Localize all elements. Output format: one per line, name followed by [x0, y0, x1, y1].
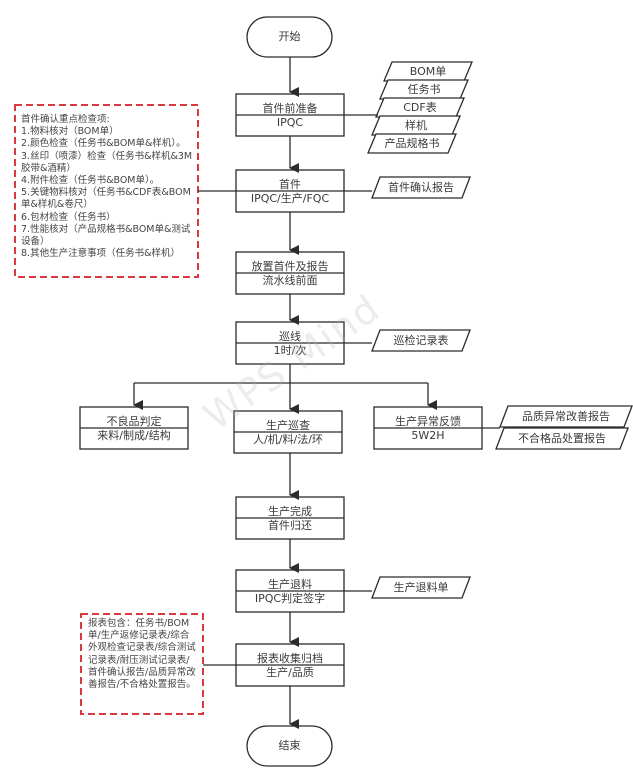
- step-first-title: 首件: [279, 178, 301, 191]
- document-first-0-label: 首件确认报告: [388, 181, 454, 194]
- document-patrol-0: [371, 329, 471, 352]
- step-done-subtitle: 首件归还: [268, 519, 312, 532]
- step-feedback-subtitle: 5W2H: [411, 429, 445, 442]
- step-first-subtitle: IPQC/生产/FQC: [250, 192, 330, 205]
- step-prep-subtitle: IPQC: [276, 116, 304, 129]
- document-feedback-1-label: 不合格品处置报告: [518, 432, 606, 445]
- first-check-note: 首件确认重点检查项: 1.物料核对（BOM单） 2.颜色检查（任务书&BOM单&…: [21, 114, 193, 260]
- document-feedback-0-label: 品质异常改善报告: [522, 410, 610, 423]
- step-feedback-title: 生产异常反馈: [395, 415, 461, 428]
- step-return-subtitle: IPQC判定签字: [254, 592, 326, 605]
- step-patrol-subtitle: 1时/次: [273, 344, 307, 357]
- document-prep-4: [367, 133, 457, 154]
- reports-note-border: [80, 613, 204, 715]
- document-prep-3-label: 样机: [405, 119, 427, 132]
- document-patrol-0-label: 巡检记录表: [393, 334, 449, 347]
- step-done-title: 生产完成: [268, 505, 312, 518]
- step-inspect-title: 生产巡查: [266, 419, 310, 432]
- step-archive-title: 报表收集归档: [257, 652, 323, 665]
- document-first-0: [371, 176, 471, 199]
- document-feedback-1: [495, 427, 629, 450]
- end-label: 结束: [278, 739, 301, 752]
- step-archive-subtitle: 生产/品质: [266, 666, 314, 679]
- document-prep-4-label: 产品规格书: [384, 137, 440, 150]
- step-patrol-title: 巡线: [279, 330, 301, 343]
- step-return-title: 生产退料: [268, 578, 312, 591]
- step-inspect-subtitle: 人/机/料/法/环: [253, 433, 323, 446]
- document-return-0-label: 生产退料单: [393, 581, 449, 594]
- document-feedback-0: [499, 405, 633, 428]
- start-label: 开始: [278, 30, 301, 43]
- step-place-subtitle: 流水线前面: [262, 274, 318, 287]
- step-place-title: 放置首件及报告: [251, 260, 329, 273]
- document-prep-2-label: CDF表: [403, 101, 437, 114]
- document-prep-0-label: BOM单: [409, 65, 447, 78]
- document-prep-1-label: 任务书: [407, 83, 441, 96]
- step-defect-title: 不良品判定: [106, 415, 162, 428]
- reports-note: 报表包含：任务书/BOM单/生产返修记录表/综合外观检查记录表/综合测试记录表/…: [88, 618, 196, 691]
- document-return-0: [371, 576, 471, 599]
- step-prep-title: 首件前准备: [262, 102, 318, 115]
- step-defect-subtitle: 来料/制成/结构: [97, 429, 171, 442]
